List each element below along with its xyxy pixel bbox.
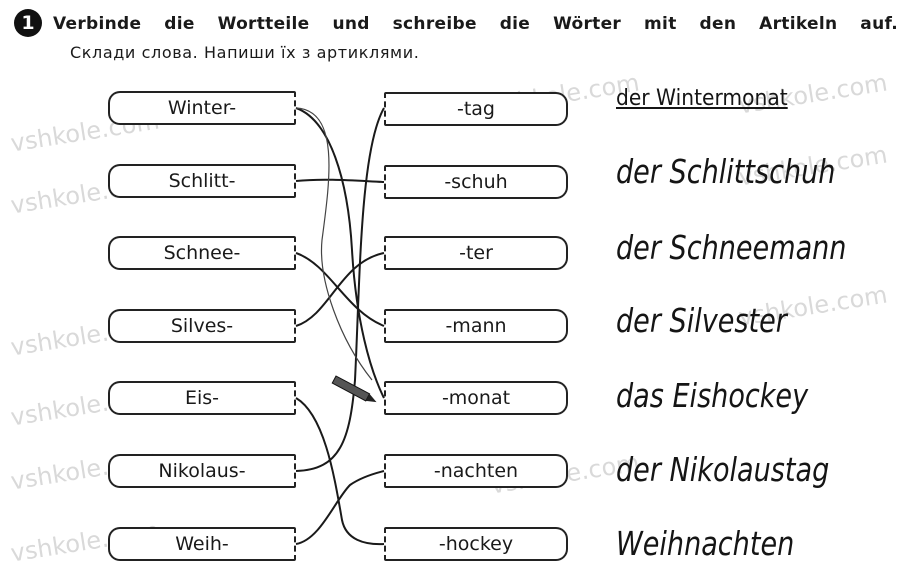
right-word-part[interactable]: -monat [384,381,568,415]
answer-line: der Schneemann [616,228,847,267]
connection-line [295,178,385,183]
instruction-word: die [164,14,195,34]
answer-line: das Eishockey [616,376,809,415]
answer-line: der Schlittschuh [616,152,836,191]
instruction-word: Wortteile [217,14,310,34]
instruction-word: auf. [860,14,898,34]
left-word-part[interactable]: Nikolaus- [108,454,296,488]
instruction-word: Artikeln [759,14,838,34]
left-word-part[interactable]: Winter- [108,91,296,125]
task-number-badge: 1 [14,9,42,37]
instruction-word: schreibe [392,14,477,34]
instruction-word: mit [644,14,677,34]
instruction-german: Verbinde die Wortteile und schreibe die … [53,14,898,34]
right-word-part[interactable]: -mann [384,309,568,343]
right-word-part[interactable]: -schuh [384,165,568,199]
connection-line [295,107,385,472]
pencil-icon [331,375,377,403]
connection-line [295,397,385,546]
left-word-part[interactable]: Eis- [108,381,296,415]
connection-line [295,470,385,545]
left-word-part[interactable]: Silves- [108,309,296,343]
connection-line [295,107,385,399]
right-word-part[interactable]: -ter [384,236,568,270]
right-word-part[interactable]: -nachten [384,454,568,488]
instruction-word: und [332,14,370,34]
instruction-word: Wörter [553,14,622,34]
answer-line: der Nikolaustag [616,450,830,489]
answer-line: der Silvester [616,301,787,340]
connection-line [295,252,385,327]
connection-line [295,252,385,327]
left-word-part[interactable]: Schnee- [108,236,296,270]
answer-line: der Wintermonat [616,86,788,111]
left-word-part[interactable]: Schlitt- [108,164,296,198]
answer-line: Weihnachten [616,524,795,563]
left-word-part[interactable]: Weih- [108,527,296,561]
right-word-part[interactable]: -hockey [384,527,568,561]
right-word-part[interactable]: -tag [384,92,568,126]
connection-line [295,107,373,381]
instruction-word: den [699,14,737,34]
instruction-word: Verbinde [53,14,142,34]
instruction-word: die [499,14,531,34]
instruction-ukrainian: Склади слова. Напиши їх з артиклями. [70,43,420,62]
